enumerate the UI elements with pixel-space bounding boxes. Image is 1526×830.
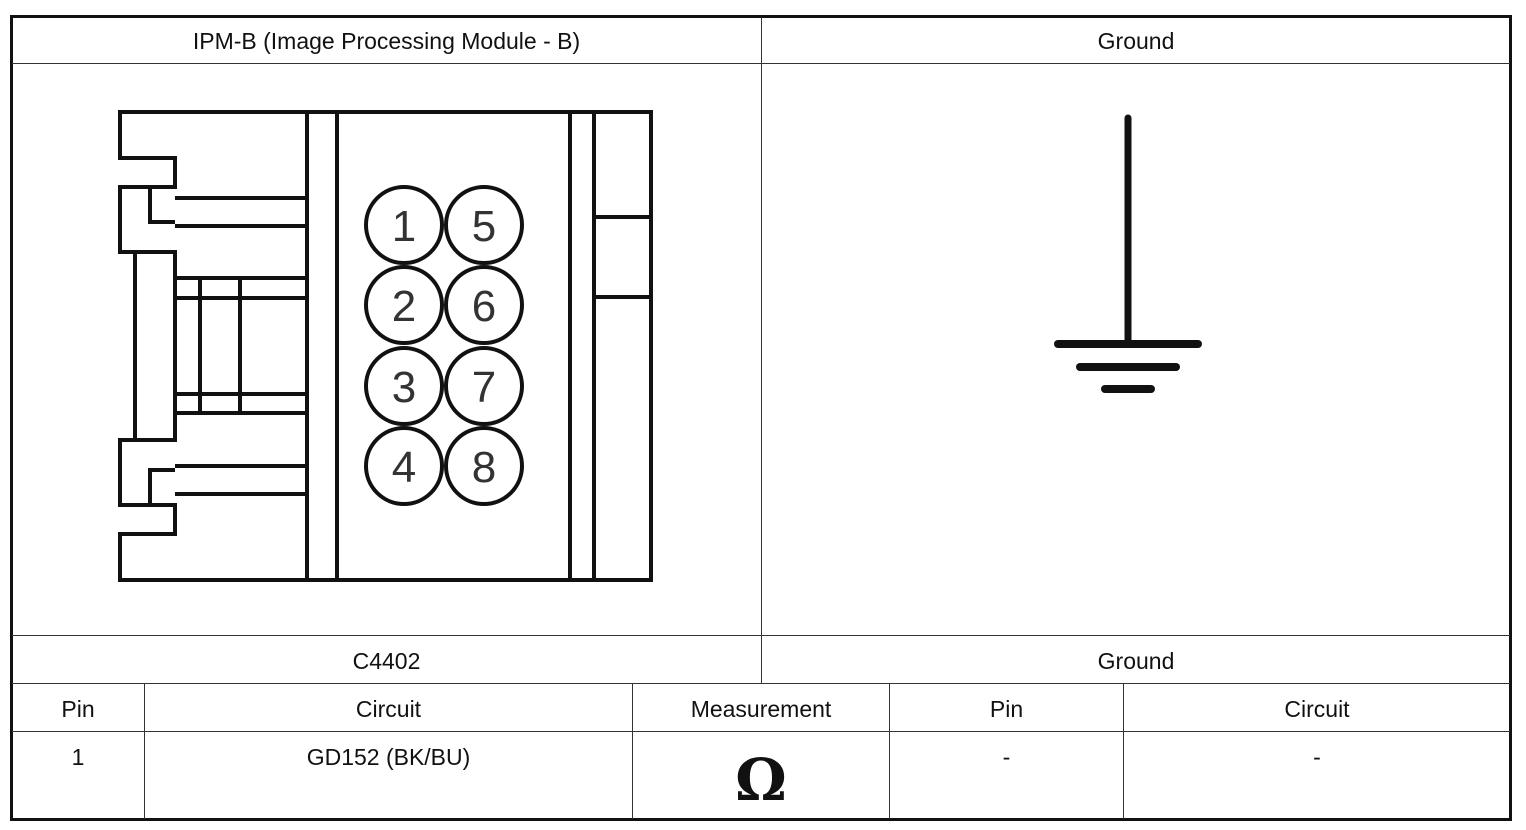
divider: [761, 17, 762, 683]
pin-label: 1: [392, 202, 416, 251]
connector-id-label: C4402: [352, 648, 421, 674]
row-pin: 1: [71, 744, 85, 770]
pin-label: 7: [472, 363, 496, 412]
pin-label: 5: [472, 202, 496, 251]
ohm-icon: Ω: [735, 746, 787, 814]
divider: [1123, 684, 1124, 819]
pin-label: 8: [472, 443, 496, 492]
pin-label: 3: [392, 363, 416, 412]
row-circuit: GD152 (BK/BU): [306, 744, 471, 770]
divider: [12, 683, 1510, 684]
pin-label: 6: [472, 282, 496, 331]
column-header-circuit-2: Circuit: [1284, 696, 1350, 722]
column-header-pin-2: Pin: [989, 696, 1024, 722]
ground-symbol-icon: [1050, 110, 1210, 400]
pin-label: 4: [392, 443, 416, 492]
connector-face-icon: 1 2 3 4 5 6 7 8: [110, 100, 670, 595]
row-pin-2: -: [1002, 744, 1011, 770]
module-title: IPM-B (Image Processing Module - B): [192, 28, 581, 54]
diagram-frame: [10, 15, 1512, 821]
divider: [144, 684, 145, 819]
column-header-pin: Pin: [61, 696, 95, 722]
column-header-circuit: Circuit: [355, 696, 422, 722]
divider: [12, 731, 1510, 732]
row-circuit-2: -: [1313, 744, 1321, 770]
column-header-measurement: Measurement: [690, 696, 832, 722]
ground-title: Ground: [1097, 28, 1175, 54]
divider: [889, 684, 890, 819]
divider: [632, 684, 633, 819]
pin-label: 2: [392, 282, 416, 331]
ground-id-label: Ground: [1097, 648, 1175, 674]
